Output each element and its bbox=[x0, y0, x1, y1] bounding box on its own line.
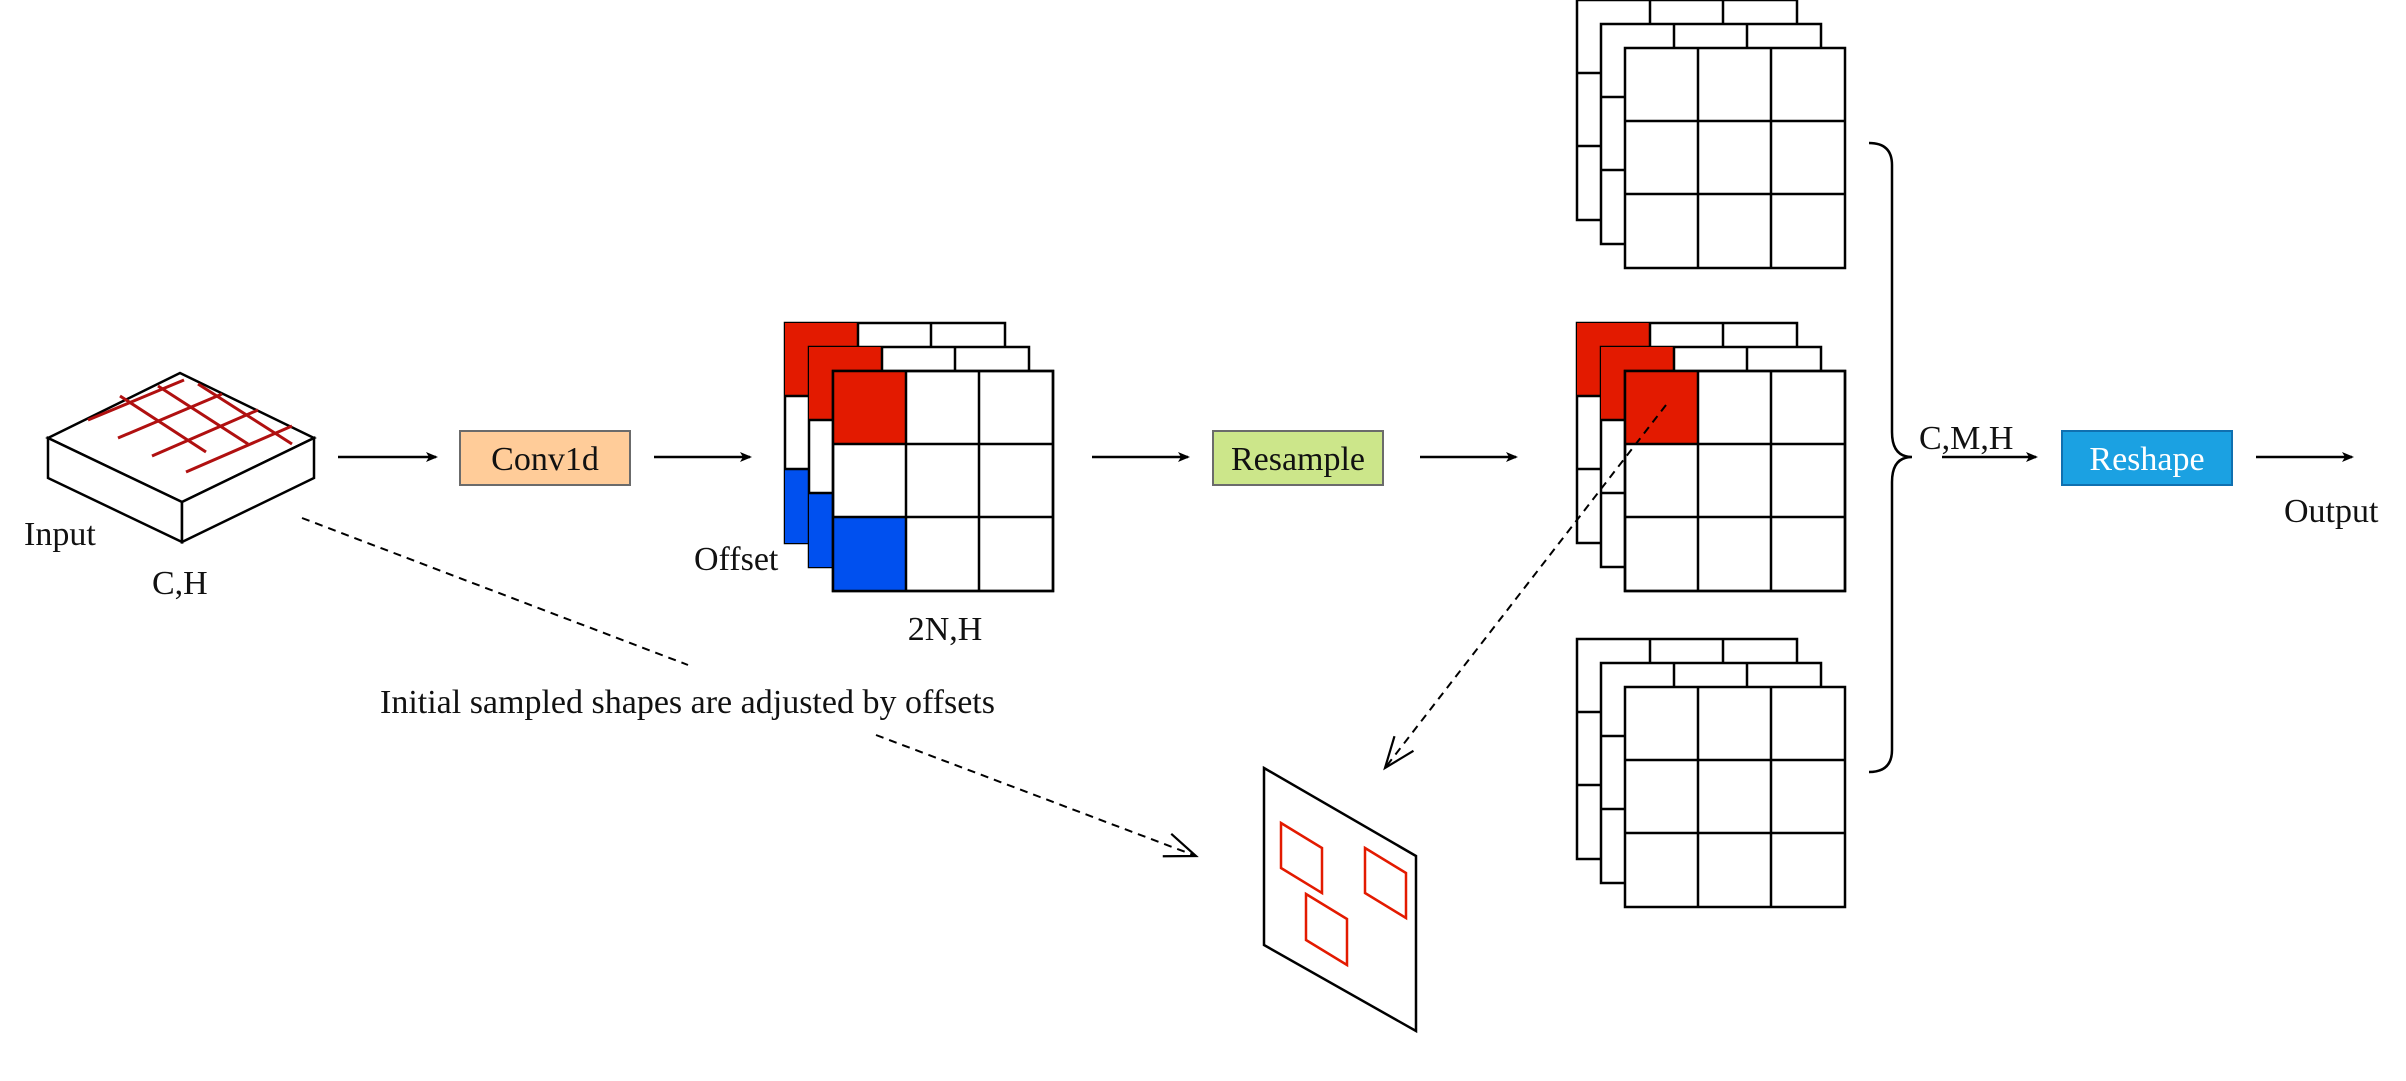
input-dims-label: C,H bbox=[152, 565, 208, 602]
input-feature-grid bbox=[87, 378, 293, 474]
sampling-plane bbox=[1262, 765, 1418, 1034]
input-label: Input bbox=[24, 516, 96, 553]
annotation-text: Initial sampled shapes are adjusted by o… bbox=[380, 684, 995, 721]
conv1d-box bbox=[459, 430, 631, 486]
reshape-label: Reshape bbox=[2089, 441, 2204, 478]
feature-stack-bottom bbox=[1575, 637, 1847, 909]
dashed-arrow-to-sampling-plane bbox=[875, 734, 1196, 856]
resample-box bbox=[1212, 430, 1384, 486]
grouping-brace bbox=[1868, 141, 1913, 774]
resample-block: Resample bbox=[1212, 430, 1384, 486]
sampled-shapes bbox=[1279, 820, 1408, 968]
output-label: Output bbox=[2284, 493, 2379, 530]
feature-stack-middle bbox=[1575, 321, 1847, 593]
offset-dims-label: 2N,H bbox=[908, 611, 983, 648]
dashed-line-input-annotation bbox=[301, 517, 689, 666]
feature-stack-top bbox=[1575, 0, 1847, 270]
dashed-arrow-feature-to-sampling-plane bbox=[1385, 404, 1667, 768]
conv1d-block: Conv1d bbox=[459, 430, 631, 486]
resampled-dims-label: C,M,H bbox=[1919, 420, 2013, 457]
resample-label: Resample bbox=[1231, 441, 1365, 478]
conv1d-label: Conv1d bbox=[491, 441, 599, 478]
input-tensor bbox=[45, 371, 317, 544]
offset-layer-front bbox=[831, 369, 1055, 593]
reshape-box bbox=[2061, 430, 2233, 486]
offset-label: Offset bbox=[694, 541, 779, 578]
reshape-block: Reshape bbox=[2061, 430, 2233, 486]
offset-tensor-stack bbox=[783, 321, 1055, 593]
